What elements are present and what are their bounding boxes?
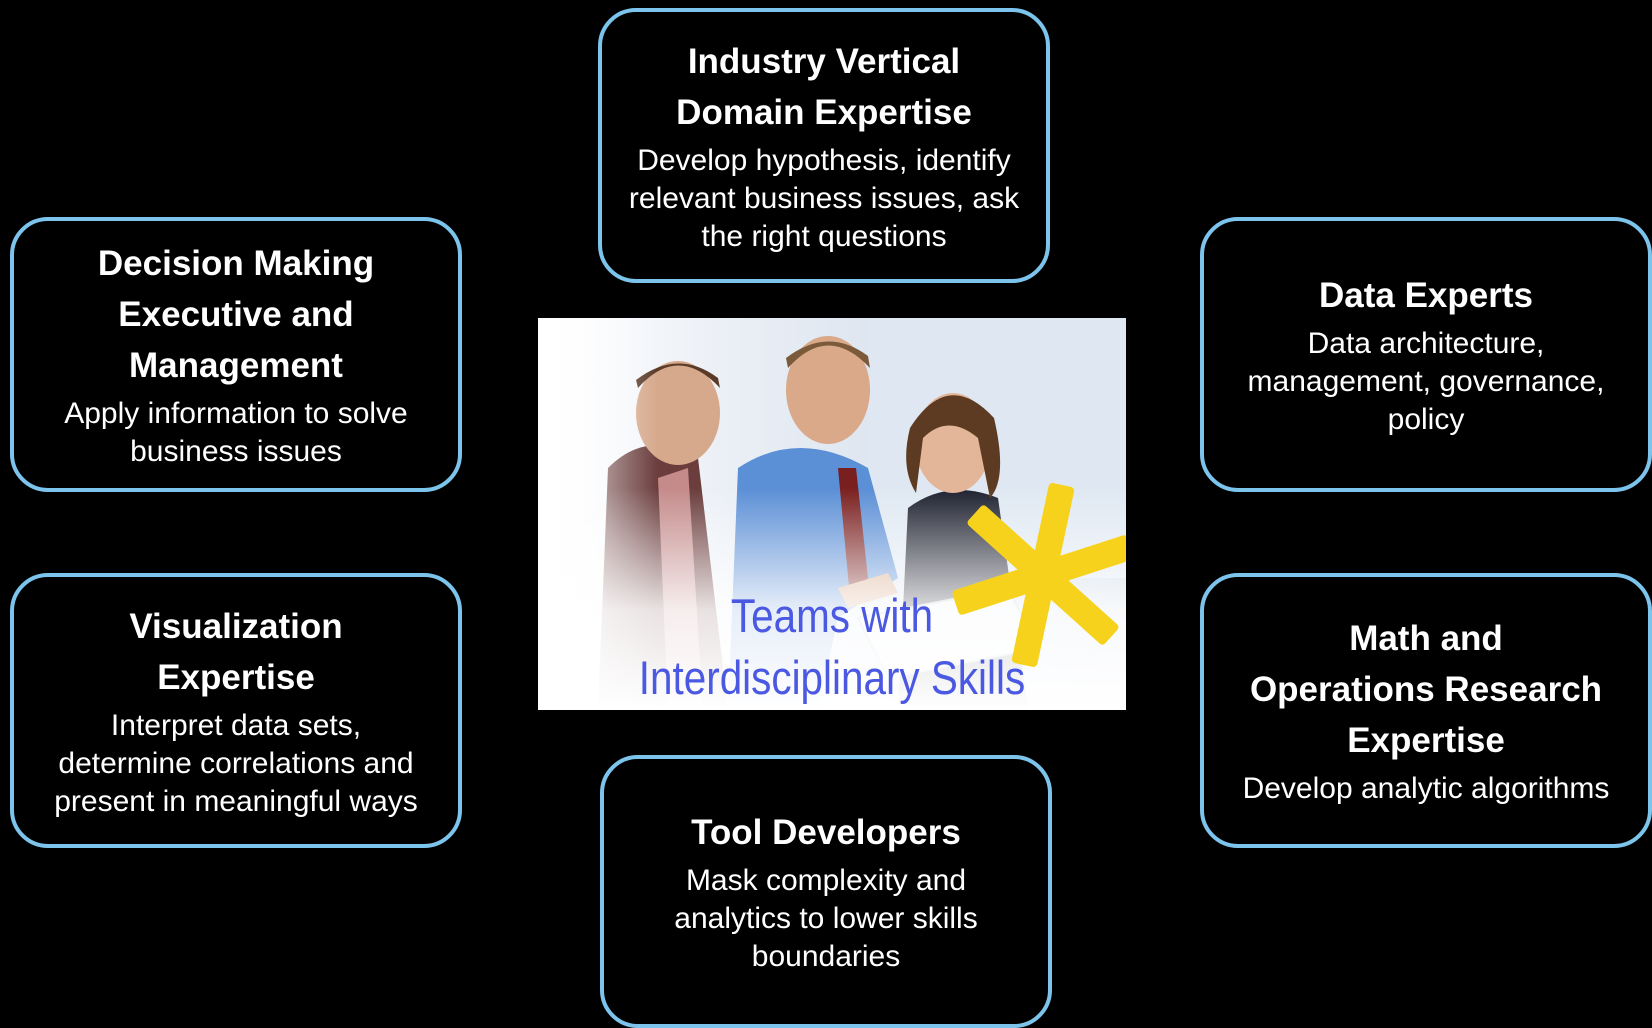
industry-vertical-title: Industry Vertical Domain Expertise: [676, 41, 972, 132]
industry-vertical-description: Develop hypothesis, identify relevant bu…: [628, 143, 1020, 253]
center-caption-line-2: Interdisciplinary Skills: [638, 651, 1026, 704]
math-operations-description: Develop analytic algorithms: [1242, 772, 1610, 805]
data-experts-box: Data Experts Data architecture, manageme…: [1200, 217, 1652, 492]
decision-making-box: Decision Making Executive and Management…: [10, 217, 462, 492]
visualization-box: Visualization Expertise Interpret data s…: [10, 573, 462, 848]
decision-making-title: Decision Making Executive and Management: [97, 244, 375, 385]
math-operations-title: Math and Operations Research Expertise: [1249, 619, 1603, 760]
team-photo-panel: Teams with Interdisciplinary Skills: [538, 318, 1126, 710]
tool-developers-box: Tool Developers Mask complexity and anal…: [600, 755, 1052, 1028]
decision-making-description: Apply information to solve business issu…: [64, 397, 408, 468]
team-photo-illustration: [538, 318, 1126, 710]
data-experts-description: Data architecture, management, governanc…: [1247, 327, 1605, 436]
tool-developers-title: Tool Developers: [691, 813, 961, 852]
visualization-description: Interpret data sets, determine correlati…: [54, 708, 418, 818]
visualization-title: Visualization Expertise: [129, 606, 343, 697]
asterisk-icon: [952, 483, 1126, 667]
industry-vertical-box: Industry Vertical Domain Expertise Devel…: [598, 8, 1050, 283]
center-caption-line-1: Teams with: [730, 589, 934, 642]
math-operations-box: Math and Operations Research Expertise D…: [1200, 573, 1652, 848]
data-experts-title: Data Experts: [1319, 276, 1533, 315]
tool-developers-description: Mask complexity and analytics to lower s…: [674, 864, 978, 973]
